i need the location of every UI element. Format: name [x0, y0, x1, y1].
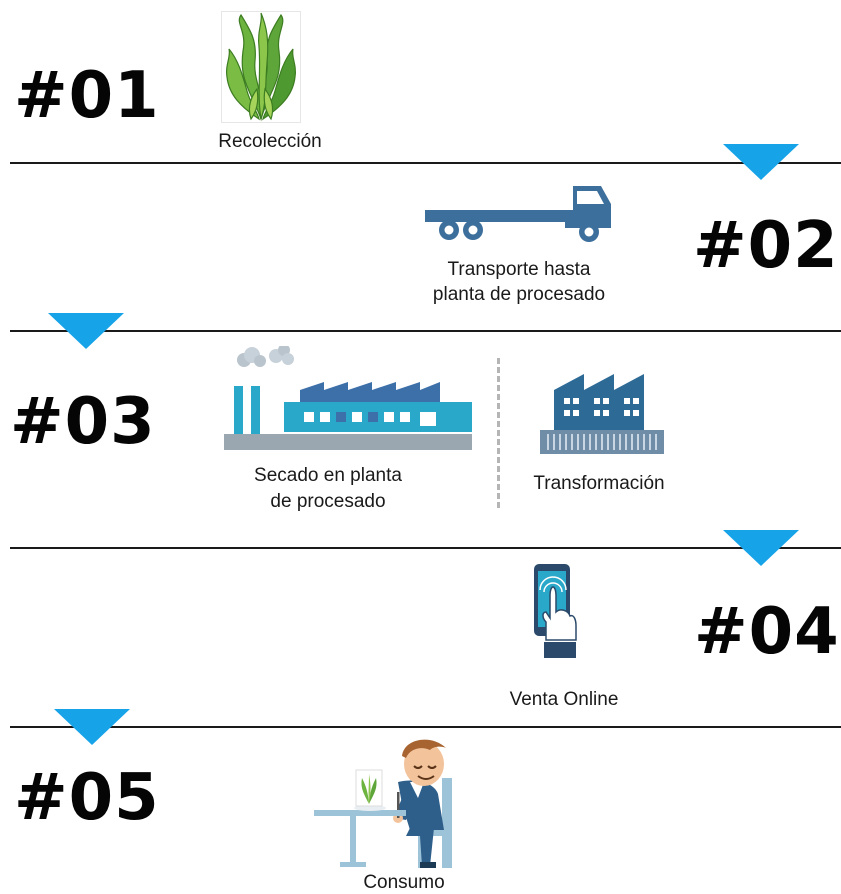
arrow-down-icon — [723, 144, 799, 180]
divider-2 — [10, 330, 841, 332]
step-number-03: #03 — [10, 385, 156, 459]
step-number-01: #01 — [14, 59, 160, 133]
step-number-04: #04 — [694, 595, 840, 669]
arrow-down-icon — [54, 709, 130, 745]
dashed-separator — [497, 358, 500, 508]
divider-3 — [10, 547, 841, 549]
step-label-transformacion: Transformación — [533, 473, 665, 494]
drying-plant-icon — [224, 346, 472, 452]
smartphone-touch-icon — [530, 562, 580, 662]
factory-icon — [540, 370, 664, 454]
step-number-05: #05 — [14, 761, 160, 835]
step-label-secado-1: Secado en planta — [254, 465, 402, 486]
truck-icon — [425, 184, 611, 244]
seaweed-icon — [221, 11, 301, 123]
divider-4 — [10, 726, 841, 728]
step-label-venta-online: Venta Online — [509, 689, 619, 710]
step-label-secado-2: de procesado — [270, 491, 386, 512]
dining-man-icon — [314, 734, 470, 870]
arrow-down-icon — [723, 530, 799, 566]
divider-1 — [10, 162, 841, 164]
step-label-recoleccion: Recolección — [218, 131, 322, 152]
step-label-transporte-2: planta de procesado — [432, 284, 606, 305]
step-label-transporte-1: Transporte hasta — [447, 259, 591, 280]
step-label-consumo: Consumo — [363, 872, 445, 893]
arrow-down-icon — [48, 313, 124, 349]
step-number-02: #02 — [693, 209, 839, 283]
